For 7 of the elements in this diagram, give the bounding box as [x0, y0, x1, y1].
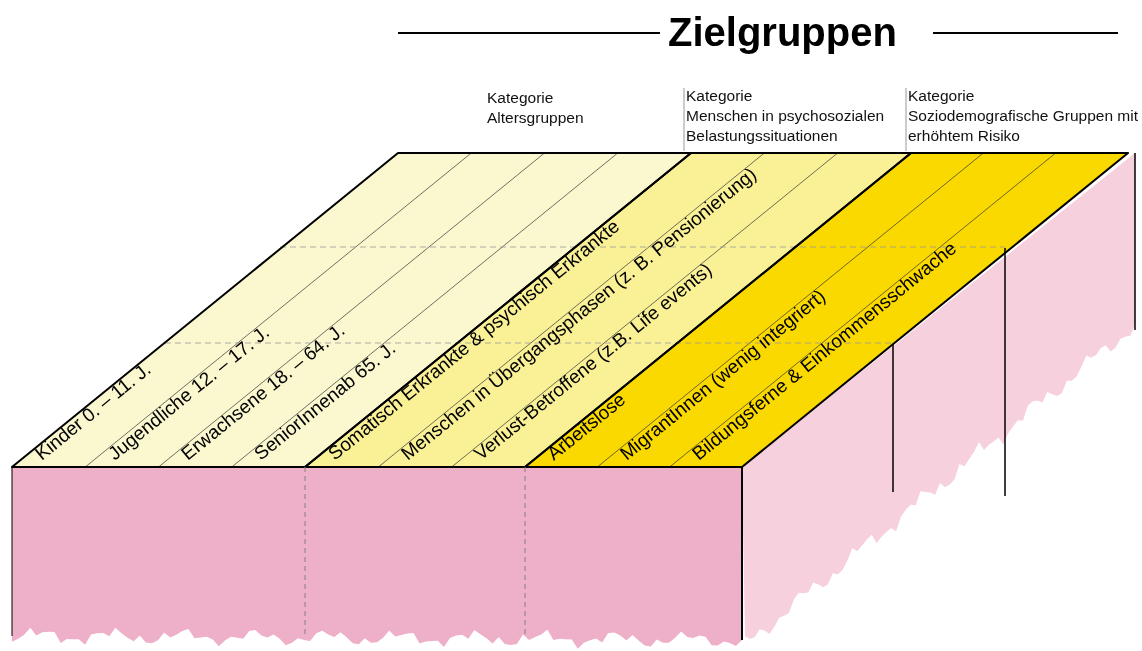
- category-name: Altersgruppen: [487, 108, 585, 128]
- category-heading: Kategorie: [908, 86, 976, 106]
- category-name: Soziodemografische Gruppen mit erhöhtem Risiko: [908, 106, 1140, 146]
- category-heading: Kategorie: [487, 88, 555, 108]
- category-name: Menschen in psychosozialen Belastungssituationen: [686, 106, 886, 146]
- title: Zielgruppen: [668, 9, 897, 56]
- category-heading: Kategorie: [686, 86, 754, 106]
